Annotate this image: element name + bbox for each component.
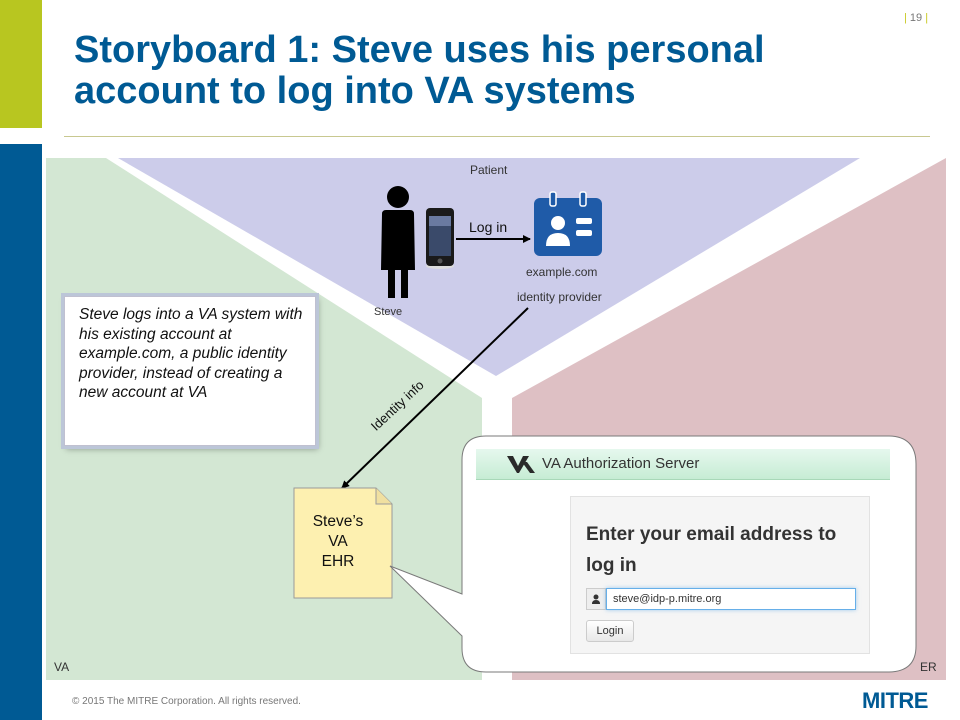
va-label: VA xyxy=(54,660,70,674)
email-addon xyxy=(586,588,606,610)
idp-name-label: example.com xyxy=(526,265,598,279)
ehr-note xyxy=(293,487,393,599)
login-button[interactable]: Login xyxy=(586,620,634,642)
idp-role-label: identity provider xyxy=(517,290,602,304)
patient-region xyxy=(118,158,860,376)
login-label: Log in xyxy=(469,219,508,235)
slide-title: Storyboard 1: Steve uses his personal ac… xyxy=(74,29,765,112)
login-heading: Enter your email address to log in xyxy=(586,524,837,576)
patient-label: Patient xyxy=(470,163,508,177)
title-divider xyxy=(64,136,930,137)
smartphone-icon xyxy=(426,208,454,269)
identity-info-arrow xyxy=(341,307,529,489)
person-name-label: Steve xyxy=(374,306,403,318)
user-icon xyxy=(592,594,600,604)
page-number: | 19 | xyxy=(903,12,929,24)
copyright-notice: © 2015 The MITRE Corporation. All rights… xyxy=(72,696,301,707)
person-icon xyxy=(381,186,415,298)
auth-server-header xyxy=(476,449,890,480)
ehr-label: Steve’s VA EHR xyxy=(300,512,376,572)
er-label: ER xyxy=(920,660,937,674)
va-logo-icon xyxy=(507,456,535,473)
auth-server-title: VA Authorization Server xyxy=(542,455,700,472)
email-input[interactable] xyxy=(606,588,856,610)
accent-bar-green xyxy=(0,0,42,128)
identity-card-icon xyxy=(534,191,602,256)
mitre-logo-text: MITRE xyxy=(862,688,928,712)
mitre-logo: MITRE xyxy=(862,688,928,712)
accent-bar-blue xyxy=(0,144,42,720)
ehr-label-line1: Steve’s xyxy=(312,513,364,530)
ehr-label-line3: EHR xyxy=(321,553,355,570)
ehr-label-line2: VA xyxy=(328,533,348,550)
description-card: Steve logs into a VA system with his exi… xyxy=(64,296,316,446)
